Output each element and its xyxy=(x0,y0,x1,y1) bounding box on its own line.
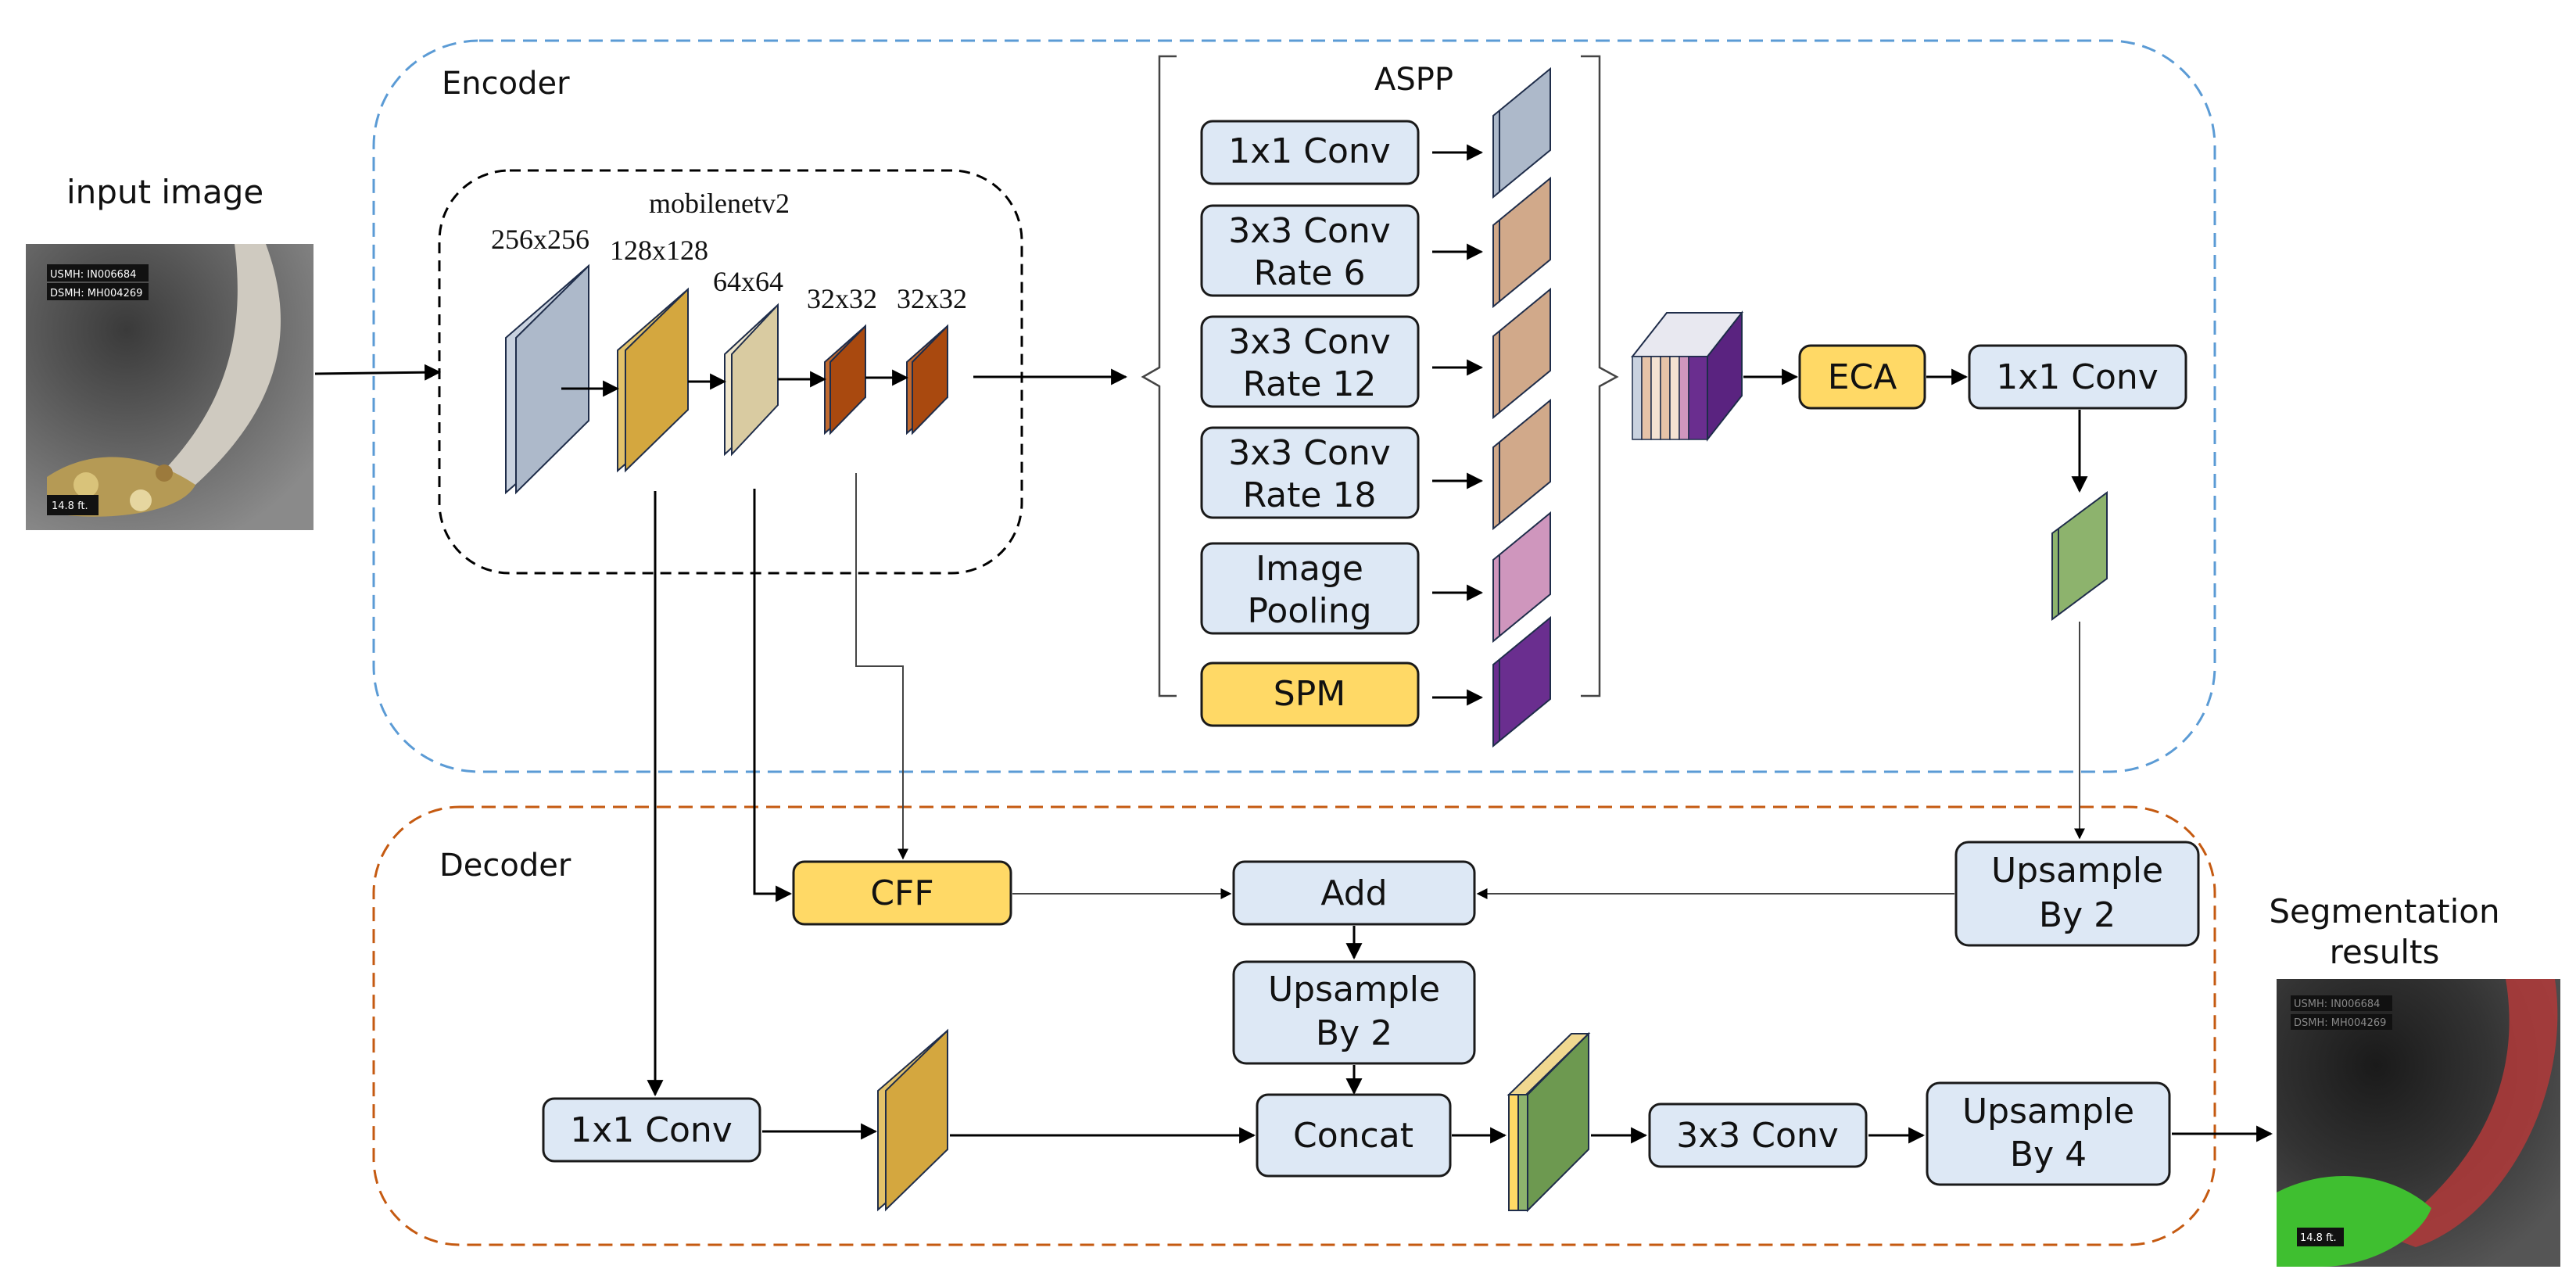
aspp-pooling-feature xyxy=(1492,511,1551,644)
size-32-b: 32x32 xyxy=(897,283,967,314)
aspp-right-bracket xyxy=(1581,55,1619,697)
input-image-title: input image xyxy=(66,173,263,211)
encoder-label: Encoder xyxy=(442,66,570,102)
aspp-conv18-feature xyxy=(1492,398,1551,531)
aspp-label: ASPP xyxy=(1374,62,1453,98)
aspp-spm-box: SPM xyxy=(1200,662,1420,727)
input-distance-text: 14.8 ft. xyxy=(52,500,88,512)
eca-label: ECA xyxy=(1828,357,1897,397)
output-usmh-text: USMH: IN006684 xyxy=(2294,999,2380,1010)
size-256: 256x256 xyxy=(491,224,589,255)
aspp-conv1-feature xyxy=(1492,66,1551,199)
aspp-pooling-box: Image Pooling xyxy=(1200,542,1420,635)
aspp-spm-feature xyxy=(1492,615,1551,748)
aspp-conv12-line2: Rate 12 xyxy=(1243,364,1377,404)
output-dsmh-text: DSMH: MH004269 xyxy=(2294,1017,2386,1029)
upsample4-line2: By 4 xyxy=(2010,1135,2087,1174)
input-arrow xyxy=(314,364,442,381)
skip-64-to-cff xyxy=(753,489,793,902)
input-image: USMH: IN006684 DSMH: MH004269 14.8 ft. xyxy=(26,244,313,530)
aspp-pooling-line1: Image xyxy=(1256,549,1363,589)
upsample4-line1: Upsample xyxy=(1962,1092,2134,1131)
size-32-a: 32x32 xyxy=(807,283,877,314)
upsample-mid-box: Upsample By 2 xyxy=(1232,960,1476,1065)
feature-map-32-a xyxy=(824,324,866,436)
feature-map-256 xyxy=(505,264,589,495)
aspp-conv18-box: 3x3 Conv Rate 18 xyxy=(1200,426,1420,519)
aspp-spm-label: SPM xyxy=(1274,674,1345,714)
input-usmh-text: USMH: IN006684 xyxy=(50,269,136,281)
decoder-conv3-box: 3x3 Conv xyxy=(1648,1103,1868,1168)
aspp-concat-stack xyxy=(1630,310,1744,442)
aspp-conv1-box: 1x1 Conv xyxy=(1200,120,1420,185)
encoder-conv1-box: 1x1 Conv xyxy=(1968,344,2187,410)
eca-box: ECA xyxy=(1798,344,1926,410)
encoder-conv1-label: 1x1 Conv xyxy=(1996,357,2159,397)
decoder-concat-feature xyxy=(1507,1031,1591,1213)
aspp-conv6-feature xyxy=(1492,176,1551,309)
aspp-pooling-line2: Pooling xyxy=(1247,591,1371,631)
add-label: Add xyxy=(1320,873,1387,913)
aspp-conv12-line1: 3x3 Conv xyxy=(1228,322,1391,362)
aspp-conv6-box: 3x3 Conv Rate 6 xyxy=(1200,204,1420,297)
upsample-right-line2: By 2 xyxy=(2039,895,2116,935)
input-dsmh-text: DSMH: MH004269 xyxy=(50,288,142,299)
decoder-conv1-box: 1x1 Conv xyxy=(542,1097,761,1163)
aspp-conv18-line1: 3x3 Conv xyxy=(1228,433,1391,473)
concat-label: Concat xyxy=(1293,1116,1413,1156)
feature-map-128 xyxy=(617,287,689,473)
decoder-conv1-label: 1x1 Conv xyxy=(570,1110,733,1150)
decoder-region xyxy=(372,805,2216,1246)
skip-32-to-cff xyxy=(855,473,908,860)
output-segmentation-image: USMH: IN006684 DSMH: MH004269 14.8 ft. xyxy=(2277,979,2560,1267)
cff-label: CFF xyxy=(870,873,933,913)
concat-box: Concat xyxy=(1256,1093,1452,1178)
aspp-conv12-feature xyxy=(1492,287,1551,420)
backbone-label: mobilenetv2 xyxy=(649,188,790,219)
aspp-left-bracket xyxy=(1141,55,1177,697)
upsample-right-line1: Upsample xyxy=(1991,851,2163,891)
feature-map-64 xyxy=(724,303,779,457)
aspp-conv12-box: 3x3 Conv Rate 12 xyxy=(1200,315,1420,408)
decoder-conv3-label: 3x3 Conv xyxy=(1676,1116,1839,1156)
upsample4-box: Upsample By 4 xyxy=(1926,1081,2171,1186)
output-title-line2: results xyxy=(2330,933,2440,971)
size-64: 64x64 xyxy=(713,266,783,297)
encoder-output-feature xyxy=(2051,491,2108,621)
encoder-region xyxy=(372,39,2216,773)
upsample-right-box: Upsample By 2 xyxy=(1954,841,2200,947)
cff-box: CFF xyxy=(792,860,1012,926)
decoder-low-level-feature xyxy=(877,1028,948,1212)
upsample-mid-line2: By 2 xyxy=(1316,1013,1392,1053)
size-128: 128x128 xyxy=(610,235,708,266)
feature-map-32-b xyxy=(906,324,948,436)
upsample-mid-line1: Upsample xyxy=(1268,970,1440,1009)
aspp-conv1-label: 1x1 Conv xyxy=(1228,131,1391,171)
decoder-label: Decoder xyxy=(439,848,571,884)
add-box: Add xyxy=(1232,860,1476,926)
aspp-conv18-line2: Rate 18 xyxy=(1243,475,1377,515)
output-distance-text: 14.8 ft. xyxy=(2300,1232,2337,1244)
aspp-conv6-line1: 3x3 Conv xyxy=(1228,211,1391,251)
output-title-line1: Segmentation xyxy=(2269,892,2499,930)
aspp-conv6-line2: Rate 6 xyxy=(1254,253,1366,293)
